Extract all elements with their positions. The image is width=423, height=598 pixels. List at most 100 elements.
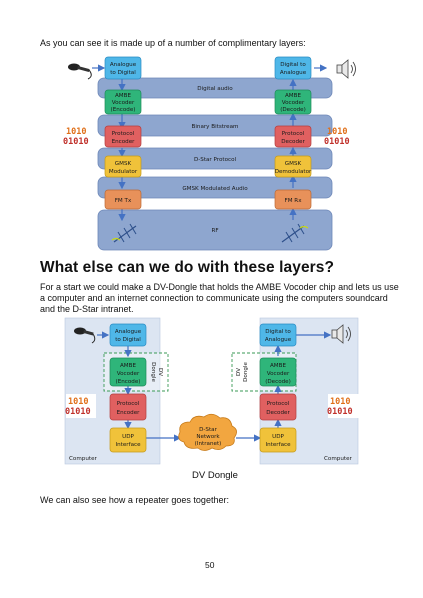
computer-label-left: Computer bbox=[69, 456, 98, 462]
svg-text:UDP: UDP bbox=[122, 434, 134, 440]
band-digital-audio-label: Digital audio bbox=[197, 86, 233, 92]
svg-text:01010: 01010 bbox=[324, 137, 350, 147]
svg-text:UDP: UDP bbox=[272, 434, 284, 440]
svg-text:Digital to: Digital to bbox=[265, 329, 291, 335]
layers-diagram: Digital audio Binary Bitstream D-Star Pr… bbox=[63, 56, 356, 251]
fm-tx-box: FM Tx bbox=[104, 189, 142, 210]
dstar-network-cloud-icon: D-Star Network (Intranet) bbox=[178, 413, 237, 451]
svg-text:Decoder: Decoder bbox=[281, 139, 305, 145]
svg-text:Decoder: Decoder bbox=[266, 410, 290, 416]
dongle-udp-interface-left-box: UDP Interface bbox=[109, 427, 147, 453]
svg-text:AMBE: AMBE bbox=[120, 363, 136, 369]
antenna-icon-left bbox=[111, 223, 137, 243]
ambe-vocoder-encode-box: AMBE Vocoder (Encode) bbox=[104, 89, 142, 115]
dongle-digital-to-analogue-box: Digital to Analogue bbox=[259, 323, 297, 347]
svg-text:Demodulator: Demodulator bbox=[275, 169, 312, 175]
binary-bits-icon-left: 1010 01010 bbox=[63, 124, 94, 148]
svg-text:GMSK: GMSK bbox=[285, 161, 302, 167]
svg-text:Protocol: Protocol bbox=[267, 401, 290, 407]
band-dstar-protocol: D-Star Protocol bbox=[97, 147, 333, 170]
speaker-icon bbox=[336, 59, 356, 79]
band-dstar-label: D-Star Protocol bbox=[194, 157, 237, 163]
svg-text:1010: 1010 bbox=[330, 397, 350, 407]
dv-dongle-label-left-line1: DV bbox=[157, 368, 163, 376]
dongle-protocol-encoder-box: Protocol Encoder bbox=[109, 393, 147, 421]
dongle-udp-interface-right-box: UDP Interface bbox=[259, 427, 297, 453]
ambe-vocoder-decode-box: AMBE Vocoder (Decode) bbox=[274, 89, 312, 115]
section-heading: What else can we do with these layers? bbox=[40, 259, 335, 276]
dongle-analogue-to-digital-box: Analogue to Digital bbox=[109, 323, 147, 347]
band-gmsk-audio: GMSK Modulated Audio bbox=[97, 176, 333, 199]
dongle-ambe-vocoder-encode-box: AMBE Vocoder (Encode) bbox=[109, 357, 147, 387]
svg-text:01010: 01010 bbox=[327, 407, 353, 417]
figure-caption: DV Dongle bbox=[192, 470, 238, 481]
svg-text:to Digital: to Digital bbox=[115, 337, 141, 343]
svg-text:Protocol: Protocol bbox=[282, 131, 305, 137]
closing-text: We can also see how a repeater goes toge… bbox=[40, 495, 229, 505]
svg-text:Vocoder: Vocoder bbox=[117, 371, 140, 377]
protocol-encoder-box: Protocol Encoder bbox=[104, 125, 142, 148]
band-binary-label: Binary Bitstream bbox=[192, 124, 239, 130]
band-rf-label: RF bbox=[211, 228, 218, 234]
paragraph-line: and the D-Star intranet. bbox=[40, 304, 134, 314]
svg-text:Vocoder: Vocoder bbox=[112, 100, 135, 106]
svg-text:D-Star: D-Star bbox=[199, 427, 217, 433]
svg-text:FM Rx: FM Rx bbox=[284, 198, 302, 204]
binary-bits-icon-right: 1010 01010 bbox=[324, 127, 350, 147]
computer-label-right: Computer bbox=[324, 456, 353, 462]
svg-text:Modulator: Modulator bbox=[109, 169, 138, 175]
svg-text:(Decode): (Decode) bbox=[265, 379, 291, 385]
microphone-icon bbox=[68, 63, 92, 80]
svg-text:(Encode): (Encode) bbox=[116, 379, 141, 385]
svg-text:Encoder: Encoder bbox=[112, 139, 136, 145]
dv-dongle-label-right-line2: Dongle bbox=[243, 362, 249, 382]
protocol-decoder-box: Protocol Decoder bbox=[274, 125, 312, 148]
analogue-to-digital-box: Analogue to Digital bbox=[104, 56, 142, 80]
dv-dongle-label-left-line2: Dongle bbox=[150, 362, 156, 382]
svg-text:to Digital: to Digital bbox=[110, 70, 136, 76]
svg-text:1010: 1010 bbox=[327, 127, 347, 137]
svg-text:Digital to: Digital to bbox=[280, 62, 306, 68]
band-gmsk-audio-label: GMSK Modulated Audio bbox=[182, 186, 248, 192]
digital-to-analogue-box: Digital to Analogue bbox=[274, 56, 312, 80]
band-digital-audio: Digital audio bbox=[97, 77, 333, 99]
binary-bits-icon-right: 1010 01010 bbox=[327, 394, 360, 418]
svg-text:Analogue: Analogue bbox=[115, 329, 142, 335]
svg-text:Encoder: Encoder bbox=[117, 410, 141, 416]
intro-text: As you can see it is made up of a number… bbox=[40, 38, 306, 48]
gmsk-modulator-box: GMSK Modulator bbox=[104, 155, 142, 178]
svg-text:Analogue: Analogue bbox=[280, 70, 307, 76]
svg-text:(Decode): (Decode) bbox=[280, 107, 306, 113]
dv-dongle-label-right-line1: DV bbox=[236, 368, 242, 376]
speaker-icon bbox=[331, 324, 351, 344]
band-binary-bitstream: Binary Bitstream bbox=[97, 114, 333, 137]
svg-text:01010: 01010 bbox=[63, 137, 89, 147]
fm-rx-box: FM Rx bbox=[274, 189, 312, 210]
dongle-protocol-decoder-box: Protocol Decoder bbox=[259, 393, 297, 421]
svg-text:Network: Network bbox=[196, 434, 220, 440]
paragraph-line: For a start we could make a DV-Dongle th… bbox=[40, 282, 399, 292]
paragraph-line: a computer and an internet connection to… bbox=[40, 293, 388, 303]
svg-text:Interface: Interface bbox=[265, 442, 291, 448]
microphone-icon bbox=[74, 327, 96, 344]
page-number: 50 bbox=[205, 560, 215, 570]
binary-bits-icon-left: 1010 01010 bbox=[65, 394, 96, 418]
svg-text:Vocoder: Vocoder bbox=[267, 371, 290, 377]
svg-text:(Encode): (Encode) bbox=[111, 107, 136, 113]
svg-text:Protocol: Protocol bbox=[112, 131, 135, 137]
svg-text:(Intranet): (Intranet) bbox=[195, 441, 222, 447]
svg-text:FM Tx: FM Tx bbox=[115, 198, 132, 204]
svg-text:Interface: Interface bbox=[115, 442, 141, 448]
dongle-ambe-vocoder-decode-box: AMBE Vocoder (Decode) bbox=[259, 357, 297, 387]
dongle-diagram: Computer Computer DV Dongle DV Dongle An… bbox=[64, 317, 360, 465]
svg-text:01010: 01010 bbox=[65, 407, 91, 417]
svg-text:Analogue: Analogue bbox=[265, 337, 292, 343]
band-rf: RF bbox=[97, 209, 333, 251]
svg-text:AMBE: AMBE bbox=[270, 363, 286, 369]
gmsk-demodulator-box: GMSK Demodulator bbox=[274, 155, 312, 178]
svg-text:Analogue: Analogue bbox=[110, 62, 137, 68]
antenna-icon-right bbox=[281, 223, 309, 243]
svg-text:AMBE: AMBE bbox=[115, 93, 131, 99]
paragraph: For a start we could make a DV-Dongle th… bbox=[40, 282, 399, 315]
svg-text:GMSK: GMSK bbox=[115, 161, 132, 167]
